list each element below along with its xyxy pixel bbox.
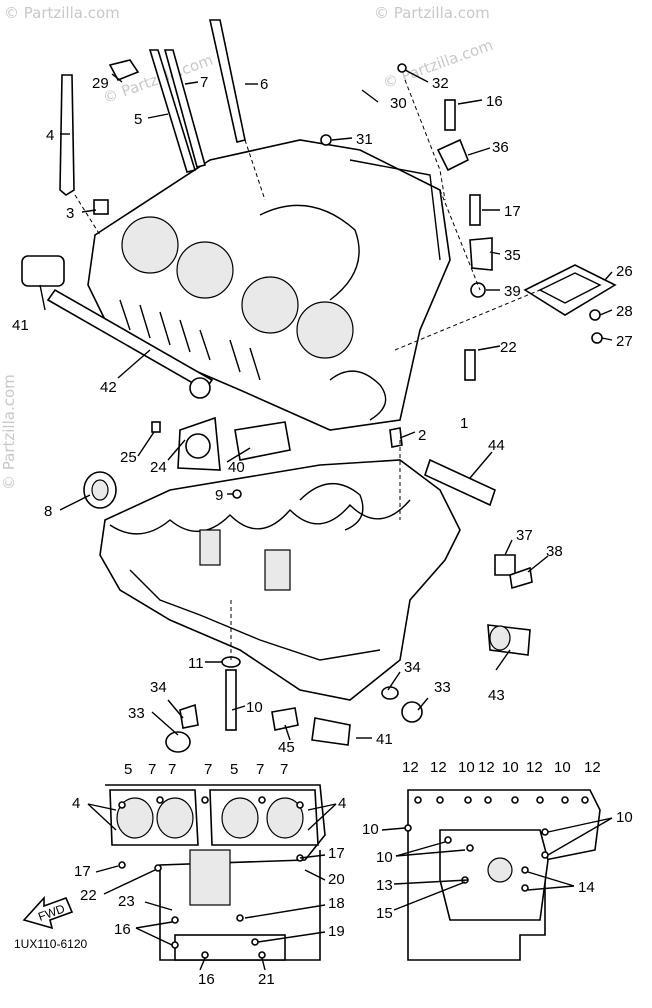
inset-left-top-label: 7 (168, 761, 176, 778)
callout-9: 9 (215, 487, 223, 504)
callout-41b: 41 (376, 731, 393, 748)
inset-left-23: 23 (118, 893, 135, 910)
callout-43: 43 (488, 687, 505, 704)
inset-left-side-right: 4 (338, 795, 346, 812)
callout-25: 25 (120, 449, 137, 466)
callout-41a: 41 (12, 317, 29, 334)
callout-10: 10 (246, 699, 263, 716)
inset-r-top: 10 (458, 759, 475, 776)
callout-42: 42 (100, 379, 117, 396)
callout-44: 44 (488, 437, 505, 454)
inset-r-15: 15 (376, 905, 393, 922)
inset-right-20: 20 (328, 871, 345, 888)
inset-r-10-left: 10 (362, 821, 379, 838)
leader-lines (39, 69, 613, 741)
inset-left-22: 22 (80, 887, 97, 904)
inset-left-16b: 16 (198, 971, 215, 988)
callout-45: 45 (278, 739, 295, 756)
watermark: © Partzilla.com (374, 4, 490, 22)
callout-4: 4 (46, 127, 54, 144)
breather-hose (316, 63, 407, 146)
callout-40: 40 (228, 459, 245, 476)
inset-left-17: 17 (74, 863, 91, 880)
callout-36: 36 (492, 139, 509, 156)
callout-34a: 34 (150, 679, 167, 696)
callout-30: 30 (390, 95, 407, 112)
lower-crankcase (99, 459, 461, 701)
callout-33a: 33 (128, 705, 145, 722)
callout-39: 39 (504, 283, 521, 300)
inset-r-top: 12 (584, 759, 601, 776)
callout-33b: 33 (434, 679, 451, 696)
assembly-lines (74, 79, 541, 660)
diagram-code: 1UX110-6120 (14, 937, 87, 951)
inset-r-top: 12 (402, 759, 419, 776)
callout-29: 29 (92, 75, 109, 92)
inset-r-top: 12 (430, 759, 447, 776)
callout-35: 35 (504, 247, 521, 264)
inset-left-side-left: 4 (72, 795, 80, 812)
watermark: © Partzilla.com (4, 4, 120, 22)
studs-and-bolts (59, 19, 246, 215)
callout-6: 6 (260, 76, 268, 93)
callout-17: 17 (504, 203, 521, 220)
callout-3: 3 (66, 205, 74, 222)
callout-1: 1 (460, 415, 468, 432)
callout-31: 31 (356, 131, 373, 148)
callout-5: 5 (134, 111, 142, 128)
left-bolt-pattern-inset: 5 7 7 7 5 7 7 4 4 17 22 23 16 16 17 20 1… (72, 761, 346, 988)
callout-16: 16 (486, 93, 503, 110)
callout-8: 8 (44, 503, 52, 520)
callouts: 1 2 3 4 5 6 7 8 9 10 11 16 17 22 24 25 2… (12, 74, 633, 756)
inset-r-top: 12 (478, 759, 495, 776)
inset-r-10-right: 10 (616, 809, 633, 826)
inset-left-top-label: 5 (124, 761, 132, 778)
bottom-parts (165, 656, 423, 753)
fwd-arrow-icon: FWD (22, 895, 74, 930)
inset-r-13: 13 (376, 877, 393, 894)
callout-27: 27 (616, 333, 633, 350)
inset-r-top: 10 (502, 759, 519, 776)
inset-right-17: 17 (328, 845, 345, 862)
callout-26: 26 (616, 263, 633, 280)
inset-bottom-21: 21 (258, 971, 275, 988)
inset-left-top-label: 5 (230, 761, 238, 778)
inset-right-18: 18 (328, 895, 345, 912)
upper-crankcase (87, 139, 451, 431)
callout-32: 32 (432, 75, 449, 92)
callout-34b: 34 (404, 659, 421, 676)
callout-28: 28 (616, 303, 633, 320)
inset-left-top-label: 7 (148, 761, 156, 778)
callout-38: 38 (546, 543, 563, 560)
callout-24: 24 (150, 459, 167, 476)
callout-37: 37 (516, 527, 533, 544)
oil-cooler-parts (436, 99, 617, 381)
inset-r-top: 12 (526, 759, 543, 776)
right-side-parts (389, 427, 533, 656)
inset-right-19: 19 (328, 923, 345, 940)
inset-left-top-label: 7 (256, 761, 264, 778)
callout-22: 22 (500, 339, 517, 356)
inset-left-top-label: 7 (280, 761, 288, 778)
callout-11: 11 (188, 655, 204, 672)
inset-r-14: 14 (578, 879, 595, 896)
inset-r-10-left2: 10 (376, 849, 393, 866)
left-side-parts (21, 255, 291, 509)
inset-r-top: 10 (554, 759, 571, 776)
inset-left-16a: 16 (114, 921, 131, 938)
right-bolt-pattern-inset: 12 12 10 12 10 12 10 12 10 10 13 15 10 1… (362, 759, 633, 961)
callout-7: 7 (200, 74, 208, 91)
callout-2: 2 (418, 427, 426, 444)
inset-left-top-label: 7 (204, 761, 212, 778)
